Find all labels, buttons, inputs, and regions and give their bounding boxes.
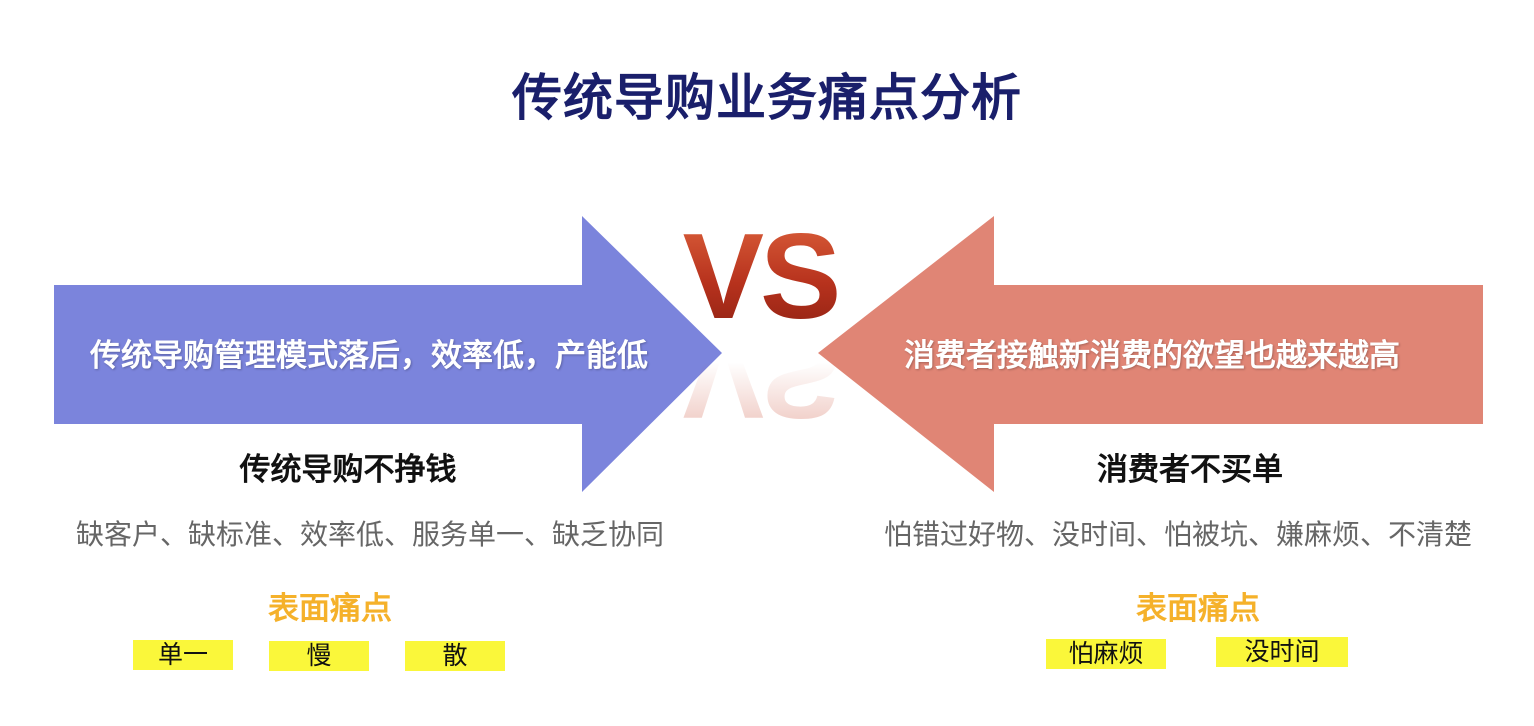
right-heading: 消费者不买单 — [1097, 452, 1283, 488]
vs-reflection-label: VS — [683, 308, 838, 444]
page-title: 传统导购业务痛点分析 — [512, 69, 1022, 127]
left-tag: 慢 — [269, 641, 369, 671]
right-detail: 怕错过好物、没时间、怕被坑、嫌麻烦、不清楚 — [883, 518, 1472, 551]
right-tag: 没时间 — [1216, 637, 1348, 667]
left-surface-label: 表面痛点 — [268, 591, 392, 627]
vs-reflection: VS — [683, 308, 842, 444]
left-arrow-text: 传统导购管理模式落后，效率低，产能低 — [90, 338, 648, 374]
right-surface-label: 表面痛点 — [1136, 591, 1260, 627]
right-tag: 怕麻烦 — [1046, 639, 1166, 669]
left-tag: 单一 — [133, 640, 233, 670]
left-heading: 传统导购不挣钱 — [239, 452, 457, 488]
left-detail: 缺客户、缺标准、效率低、服务单一、缺乏协同 — [75, 518, 664, 551]
vs-label: VS — [683, 208, 838, 344]
left-tag: 散 — [405, 641, 505, 671]
left-arrow — [54, 216, 722, 492]
right-arrow — [818, 216, 1483, 492]
right-arrow-text: 消费者接触新消费的欲望也越来越高 — [904, 338, 1400, 374]
